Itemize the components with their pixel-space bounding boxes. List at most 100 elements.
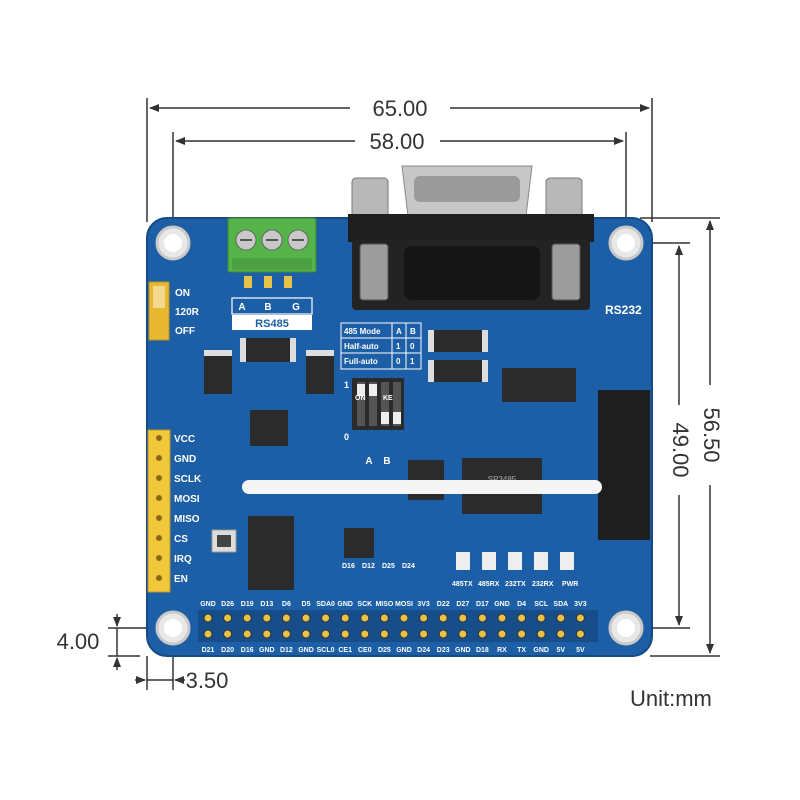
gpio-top-label: SCK: [357, 601, 372, 608]
chip-tvs-a: [204, 350, 232, 394]
gpio-top-label: 3V3: [417, 601, 430, 608]
spi-pin-label: MISO: [174, 514, 200, 525]
led-label-232tx: 232TX: [505, 581, 526, 588]
gpio-pin: [497, 629, 507, 639]
gpio-bottom-label: D20: [221, 647, 234, 654]
gpio-bottom-label: D21: [202, 647, 215, 654]
hole-offset-y-label: 4.00: [57, 629, 100, 654]
gpio-pin: [379, 629, 389, 639]
spi-pin-label: GND: [174, 454, 196, 465]
mid-pin-labels: D16 D12 D25 D24: [342, 563, 415, 570]
dip-switch: ON KE 1 0 A B: [344, 378, 404, 467]
unit-label: Unit:mm: [630, 686, 712, 711]
spi-pin-label: EN: [174, 574, 188, 585]
gpio-top-label: SDA: [553, 601, 568, 608]
gpio-bottom-label: GND: [298, 647, 314, 654]
chip-tvs-b: [306, 350, 334, 394]
gpio-pin: [458, 629, 468, 639]
gpio-top-label: GND: [337, 601, 353, 608]
svg-text:1: 1: [396, 342, 401, 351]
led-label-232rx: 232RX: [532, 581, 554, 588]
svg-text:B: B: [410, 327, 416, 336]
led-label-pwr: PWR: [562, 581, 578, 588]
spi-pin-label: VCC: [174, 434, 195, 445]
chip-text-1: SP3485: [488, 475, 517, 484]
gpio-pin: [438, 613, 448, 623]
mounting-holes: [155, 225, 644, 646]
gpio-pin: [321, 629, 331, 639]
spi-pin-label: SCLK: [174, 474, 202, 485]
gpio-pin: [419, 613, 429, 623]
jumper-label-on: ON: [175, 288, 190, 299]
gpio-pin: [556, 613, 566, 623]
switch-label-on: ON: [355, 395, 366, 402]
mounting-hole-top-left: [155, 225, 191, 261]
chip-diode-b: [428, 360, 488, 382]
gpio-bottom-label: D16: [241, 647, 254, 654]
gpio-pin: [497, 613, 507, 623]
rs485-label: RS485: [255, 318, 289, 330]
gpio-pin: [536, 613, 546, 623]
rs485-terminal-block: A B G RS485: [227, 217, 317, 330]
gpio-bottom-label: D18: [476, 647, 489, 654]
svg-text:D12: D12: [362, 563, 375, 570]
gpio-pin: [517, 629, 527, 639]
gpio-bottom-label: D24: [417, 647, 430, 654]
mode-table-header: 485 Mode: [344, 327, 381, 336]
gpio-pin: [399, 629, 409, 639]
gpio-pin: [379, 613, 389, 623]
termination-jumper: ON 120R OFF: [148, 281, 200, 341]
mode-table: 485 Mode A B Half-auto 1 0 Full-auto 0 1: [340, 322, 422, 370]
gpio-pin: [419, 629, 429, 639]
svg-text:D16: D16: [342, 563, 355, 570]
gpio-pin: [360, 629, 370, 639]
side-connector: [598, 390, 650, 540]
rs232-label: RS232: [605, 303, 642, 317]
led-labels: 485TX 485RX 232TX 232RX PWR: [452, 581, 578, 588]
hole-offset-x-label: 3.50: [186, 668, 229, 693]
gpio-top-label: SDA0: [316, 601, 335, 608]
gpio-pin: [223, 613, 233, 623]
led-label-485tx: 485TX: [452, 581, 473, 588]
switch-label-a: A: [365, 456, 372, 467]
chip-u4: [248, 516, 294, 590]
gpio-pin: [242, 629, 252, 639]
width-overall-label: 65.00: [372, 96, 427, 121]
gpio-pin: [301, 629, 311, 639]
gpio-pin: [203, 613, 213, 623]
jumper-label-off: OFF: [175, 326, 195, 337]
terminal-label-a: A: [238, 302, 245, 313]
gpio-top-label: SCL: [534, 601, 549, 608]
gpio-top-label: D6: [282, 601, 291, 608]
gpio-top-label: D5: [302, 601, 311, 608]
gpio-pin: [223, 629, 233, 639]
gpio-top-label: D17: [476, 601, 489, 608]
gpio-pin: [203, 629, 213, 639]
gpio-bottom-label: CE0: [358, 647, 372, 654]
gpio-top-label: D27: [456, 601, 469, 608]
gpio-top-label: D4: [517, 601, 526, 608]
gpio-bottom-label: D12: [280, 647, 293, 654]
gpio-pin: [242, 613, 252, 623]
hole-offset-x-dimension: 3.50: [135, 668, 228, 693]
gpio-pin: [262, 613, 272, 623]
gpio-top-label: D22: [437, 601, 450, 608]
height-holes-label: 49.00: [668, 422, 693, 477]
gpio-pin: [575, 629, 585, 639]
gpio-pin: [360, 613, 370, 623]
gpio-top-label: GND: [494, 601, 510, 608]
gpio-bottom-label: CE1: [338, 647, 352, 654]
height-overall-label: 56.50: [699, 407, 724, 462]
mounting-hole-bottom-left: [155, 610, 191, 646]
gpio-pin: [340, 613, 350, 623]
svg-text:0: 0: [396, 357, 401, 366]
mode-row-half-auto: Half-auto: [344, 342, 379, 351]
gpio-pin: [438, 629, 448, 639]
pcb-board: [146, 214, 653, 657]
switch-label-zero: 0: [344, 432, 349, 442]
gpio-bottom-label: GND: [533, 647, 549, 654]
gpio-pin: [281, 629, 291, 639]
gpio-top-label: MISO: [375, 601, 393, 608]
gpio-bottom-label: D23: [437, 647, 450, 654]
gpio-pin: [517, 613, 527, 623]
